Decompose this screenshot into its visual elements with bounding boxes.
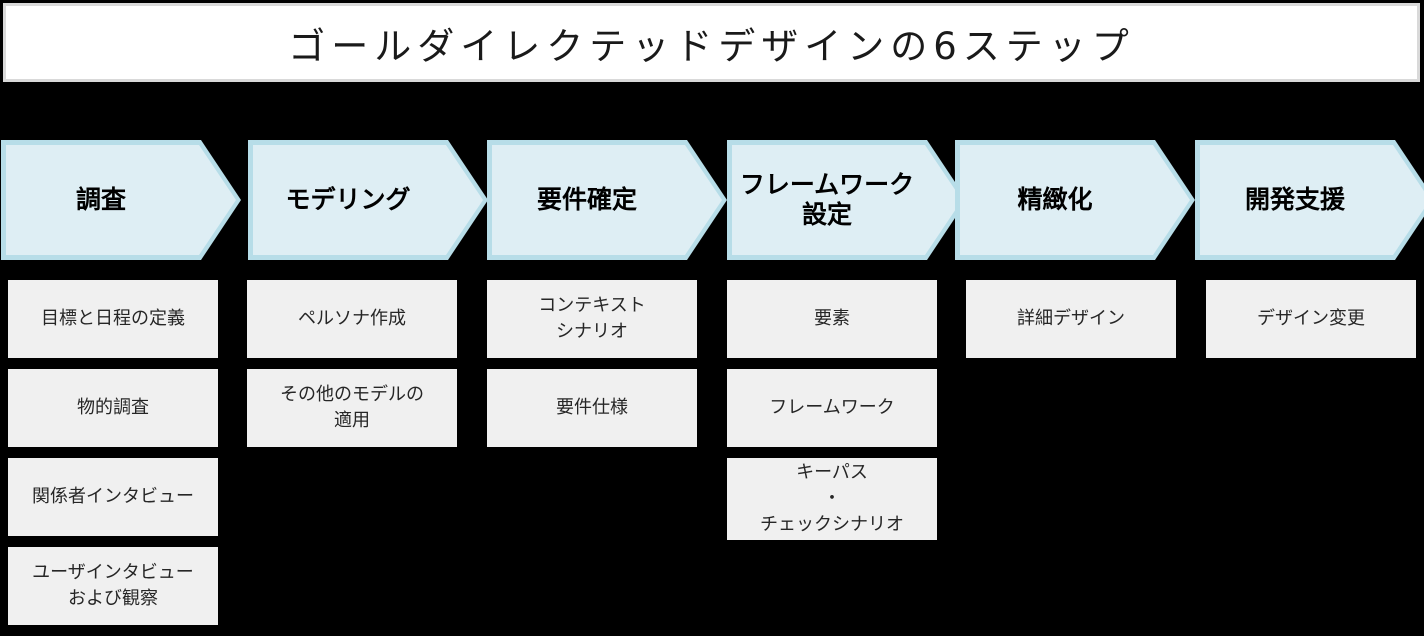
step-5-activity-column: 詳細デザイン	[966, 280, 1176, 369]
chevron-step-2[interactable]: モデリング	[248, 140, 488, 260]
chevron-step-5-label: 精緻化	[1017, 184, 1093, 214]
activity-cell[interactable]: 要件仕様	[487, 369, 697, 447]
step-4-activity-column: 要素 フレームワーク キーパス ・ チェックシナリオ	[727, 280, 937, 551]
chevron-step-4[interactable]: フレームワーク 設定	[727, 140, 967, 260]
activity-cell[interactable]: その他のモデルの 適用	[247, 369, 457, 447]
diagram-title-banner: ゴールダイレクテッドデザインの6ステップ	[3, 3, 1420, 82]
activity-cell[interactable]: 詳細デザイン	[966, 280, 1176, 358]
step-6-activity-column: デザイン変更	[1206, 280, 1416, 369]
activity-cell[interactable]: デザイン変更	[1206, 280, 1416, 358]
activity-cell[interactable]: 要素	[727, 280, 937, 358]
chevron-step-1[interactable]: 調査	[1, 140, 241, 260]
step-3-activity-column: コンテキスト シナリオ 要件仕様	[487, 280, 697, 458]
chevron-step-3-label: 要件確定	[536, 184, 637, 214]
chevron-step-5[interactable]: 精緻化	[955, 140, 1195, 260]
chevron-step-6-label: 開発支援	[1244, 184, 1345, 214]
chevron-step-5-inner	[960, 145, 1190, 255]
chevron-step-6[interactable]: 開発支援	[1195, 140, 1424, 260]
chevron-step-2-label: モデリング	[285, 184, 411, 214]
chevron-step-1-inner	[6, 145, 236, 255]
chevron-step-4-label: フレームワーク 設定	[739, 169, 915, 229]
process-step-chevrons: 調査 モデリング 要件確定 フレームワーク 設定 精緻化 開発支援	[0, 140, 1424, 260]
activity-cell[interactable]: キーパス ・ チェックシナリオ	[727, 458, 937, 540]
chevron-step-3[interactable]: 要件確定	[487, 140, 727, 260]
activity-cell[interactable]: 関係者インタビュー	[8, 458, 218, 536]
activity-cell[interactable]: 目標と日程の定義	[8, 280, 218, 358]
chevron-step-4-inner	[732, 145, 962, 255]
activity-cell[interactable]: ペルソナ作成	[247, 280, 457, 358]
chevron-step-3-inner	[492, 145, 722, 255]
activity-cell[interactable]: 物的調査	[8, 369, 218, 447]
step-1-activity-column: 目標と日程の定義 物的調査 関係者インタビュー ユーザインタビュー および観察	[8, 280, 218, 636]
page-title: ゴールダイレクテッドデザインの6ステップ	[288, 24, 1135, 68]
chevron-step-2-inner	[253, 145, 483, 255]
activity-cell[interactable]: フレームワーク	[727, 369, 937, 447]
chevron-step-1-label: 調査	[75, 184, 126, 214]
activity-cell[interactable]: コンテキスト シナリオ	[487, 280, 697, 358]
step-2-activity-column: ペルソナ作成 その他のモデルの 適用	[247, 280, 457, 458]
chevron-step-6-inner	[1200, 145, 1424, 255]
activity-cell[interactable]: ユーザインタビュー および観察	[8, 547, 218, 625]
